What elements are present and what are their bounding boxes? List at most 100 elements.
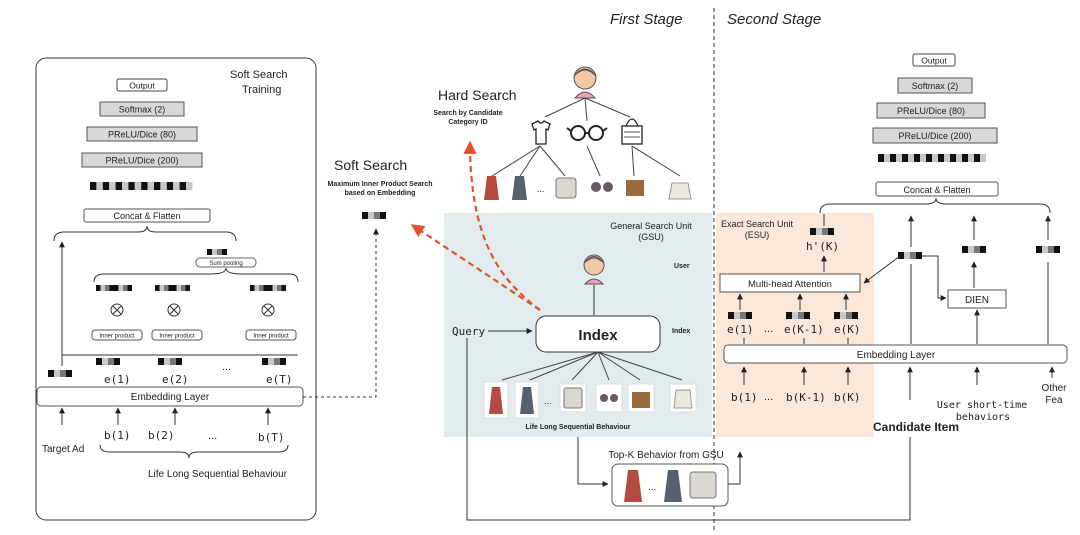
vector-cell — [158, 358, 164, 365]
vector-cell — [217, 249, 222, 255]
vector-cell — [374, 212, 380, 219]
vector-cell — [181, 285, 186, 291]
dress-thumbnail — [512, 176, 527, 200]
vector-cell — [968, 246, 974, 253]
left-embedding-layer: Embedding Layer — [36, 386, 304, 407]
vector-cell — [916, 252, 922, 259]
handbag-icon — [621, 118, 643, 145]
bag-thumbnail — [668, 182, 692, 200]
gsu-subtitle: (GSU) — [638, 232, 664, 242]
svg-text:Embedding Layer: Embedding Layer — [131, 392, 210, 403]
query-label: Query — [452, 325, 485, 338]
user-short-label-1: User short-time — [937, 400, 1027, 411]
svg-text:Inner product: Inner product — [159, 334, 195, 340]
vector-cell — [728, 312, 734, 319]
vector-cell — [123, 285, 128, 291]
vector-cell — [268, 285, 273, 291]
e1-label: e(1) — [104, 373, 131, 386]
vector-cell — [950, 154, 956, 162]
vector-cell — [176, 285, 181, 291]
b2-label: b(2) — [148, 429, 175, 442]
vector-cell — [740, 312, 746, 319]
esu-b1-label: b(1) — [731, 391, 758, 404]
dress-thumbnail — [484, 176, 499, 200]
right-concat-box: Concat & Flatten — [875, 181, 999, 197]
svg-text:Concat & Flatten: Concat & Flatten — [113, 211, 180, 221]
vector-cell — [890, 154, 896, 162]
vector-cell — [380, 212, 386, 219]
hk-vector — [810, 228, 834, 235]
b1-label: b(1) — [104, 429, 131, 442]
soft-search-desc-1: Maximum Inner Product Search — [327, 181, 432, 188]
soft-training-title: Soft Search — [230, 69, 287, 81]
right-output-box: Output — [912, 53, 956, 67]
vector-cell — [141, 182, 148, 190]
soft-search-vector — [362, 212, 386, 219]
vector-cell — [147, 182, 154, 190]
svg-text:Concat & Flatten: Concat & Flatten — [903, 185, 970, 195]
vector-cell — [263, 285, 268, 291]
topk-box: ... — [611, 463, 729, 507]
tshirt-icon — [531, 120, 551, 145]
right-concat-brace — [819, 197, 1051, 214]
vector-cell — [974, 246, 980, 253]
vector-cell — [114, 358, 120, 365]
svg-text:Index: Index — [578, 327, 618, 344]
vector-cell — [222, 249, 227, 255]
soft-training-subtitle: Training — [242, 84, 281, 96]
esu-bk-label: b(K) — [834, 391, 861, 404]
vector-cell — [90, 182, 97, 190]
vector-cell — [938, 154, 944, 162]
esu-title: Exact Search Unit — [721, 219, 794, 229]
right-embedding-layer: Embedding Layer — [723, 344, 1068, 364]
vector-cell — [914, 154, 920, 162]
hard-search-desc-1: Search by Candidate — [433, 110, 502, 117]
vector-cell — [944, 154, 950, 162]
vector-cell — [115, 182, 122, 190]
vector-cell — [898, 252, 904, 259]
first-stage-title: First Stage — [610, 11, 683, 28]
vector-cell — [962, 154, 968, 162]
vector-cell — [910, 252, 916, 259]
right-softmax-box: Softmax (2) — [897, 77, 973, 94]
other-fea-label-2: Fea — [1045, 395, 1063, 406]
index-box: Index — [535, 315, 661, 353]
gsu-thumbnail — [514, 381, 540, 419]
vector-cell — [168, 285, 173, 291]
svg-text:Softmax (2): Softmax (2) — [912, 81, 959, 91]
vector-cell — [96, 285, 101, 291]
vector-cell — [834, 312, 840, 319]
gsu-thumbnail — [627, 383, 655, 413]
glasses-icon — [566, 125, 608, 141]
dien-box: DIEN — [947, 289, 1007, 309]
vector-cell — [159, 285, 164, 291]
vector-cell — [974, 154, 980, 162]
sum-pooling-box: Sum pooling — [195, 257, 257, 268]
vector-cell — [172, 285, 177, 291]
svg-text:Embedding Layer: Embedding Layer — [857, 350, 936, 361]
left-behaviour-brace — [99, 444, 289, 459]
other-fea-label-1: Other — [1041, 383, 1067, 394]
vector-cell — [66, 370, 72, 377]
hard-search-title: Hard Search — [438, 87, 517, 103]
vector-cell — [902, 154, 908, 162]
vector-cell — [277, 285, 282, 291]
vector-cell — [185, 285, 190, 291]
vector-cell — [884, 154, 890, 162]
embedding-to-soft-search — [303, 228, 379, 398]
vector-cell — [822, 228, 828, 235]
vector-cell — [846, 312, 852, 319]
vector-cell — [179, 182, 186, 190]
vector-cell — [108, 358, 114, 365]
vector-cell — [207, 249, 212, 255]
left-prelu200-box: PReLU/Dice (200) — [81, 152, 203, 168]
vector-cell — [852, 312, 858, 319]
sunglasses-thumbnail — [591, 182, 613, 192]
vector-cell — [274, 358, 280, 365]
svg-text:Softmax (2): Softmax (2) — [119, 105, 166, 115]
hk-label: h'(K) — [806, 240, 839, 253]
shirt-thumbnail — [555, 177, 577, 199]
left-concat-brace — [53, 225, 237, 242]
esu-e1-label: e(1) — [727, 323, 754, 336]
vector-cell — [105, 285, 110, 291]
